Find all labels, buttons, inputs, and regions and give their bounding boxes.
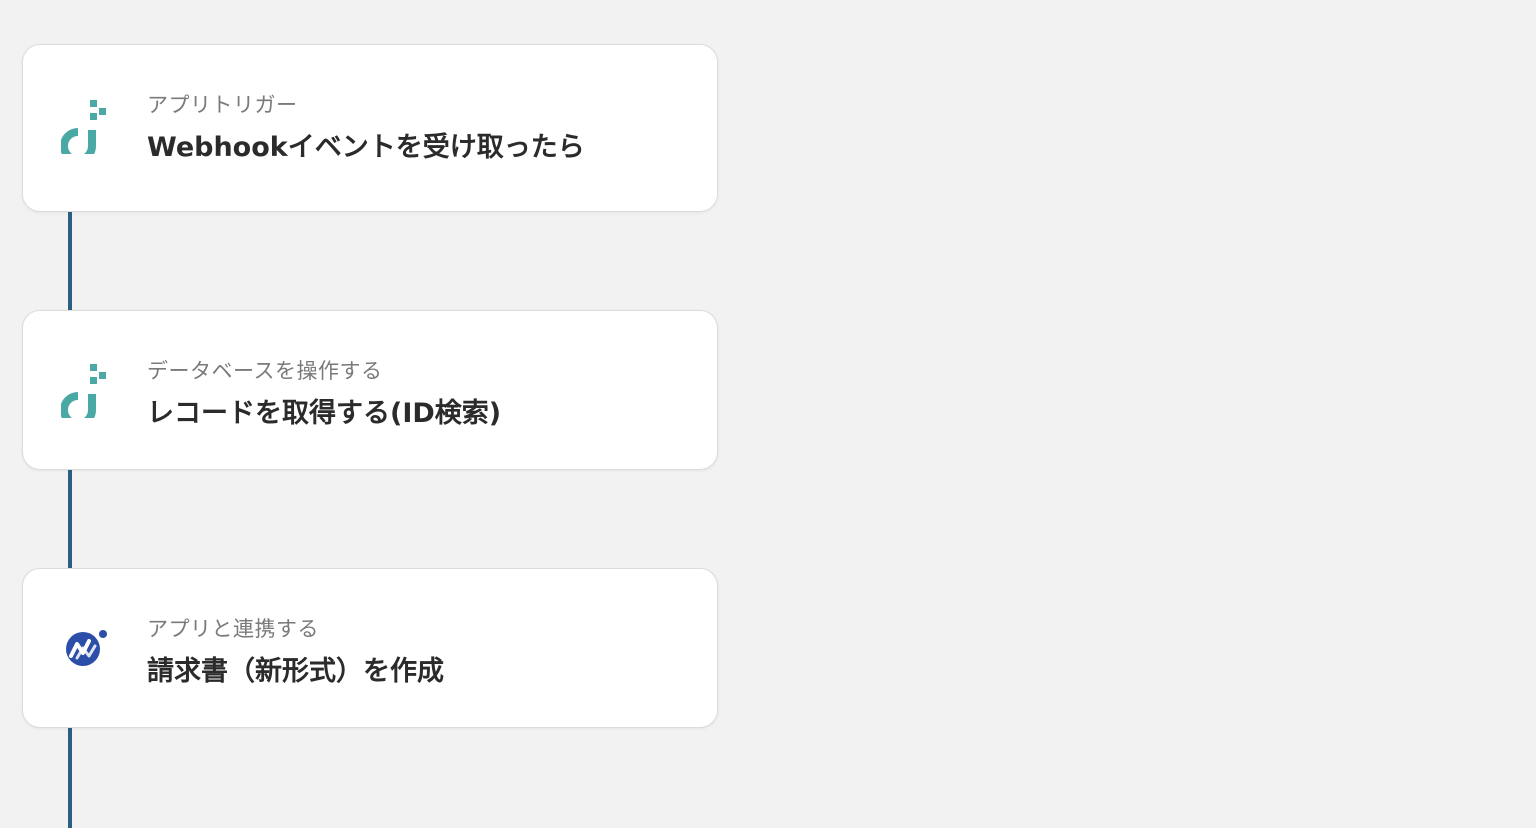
- step-subtitle: データベースを操作する: [147, 359, 383, 383]
- flow-connector: [68, 468, 72, 568]
- flow-step-card-get-record[interactable]: データベースを操作する レコードを取得する(ID検索): [22, 310, 718, 470]
- step-subtitle: アプリトリガー: [147, 93, 298, 117]
- step-subtitle: アプリと連携する: [147, 617, 319, 641]
- flow-connector: [68, 726, 72, 828]
- flow-step-card-create-invoice[interactable]: アプリと連携する 請求書（新形式）を作成: [22, 568, 718, 728]
- database-app-icon: [61, 364, 106, 418]
- step-title: Webhookイベントを受け取ったら: [147, 132, 585, 163]
- step-title: 請求書（新形式）を作成: [147, 656, 444, 687]
- flow-step-card-webhook-trigger[interactable]: アプリトリガー Webhookイベントを受け取ったら: [22, 44, 718, 212]
- database-app-icon: [61, 100, 106, 154]
- step-title: レコードを取得する(ID検索): [147, 398, 502, 429]
- flow-connector: [68, 210, 72, 310]
- money-forward-icon: [66, 630, 107, 666]
